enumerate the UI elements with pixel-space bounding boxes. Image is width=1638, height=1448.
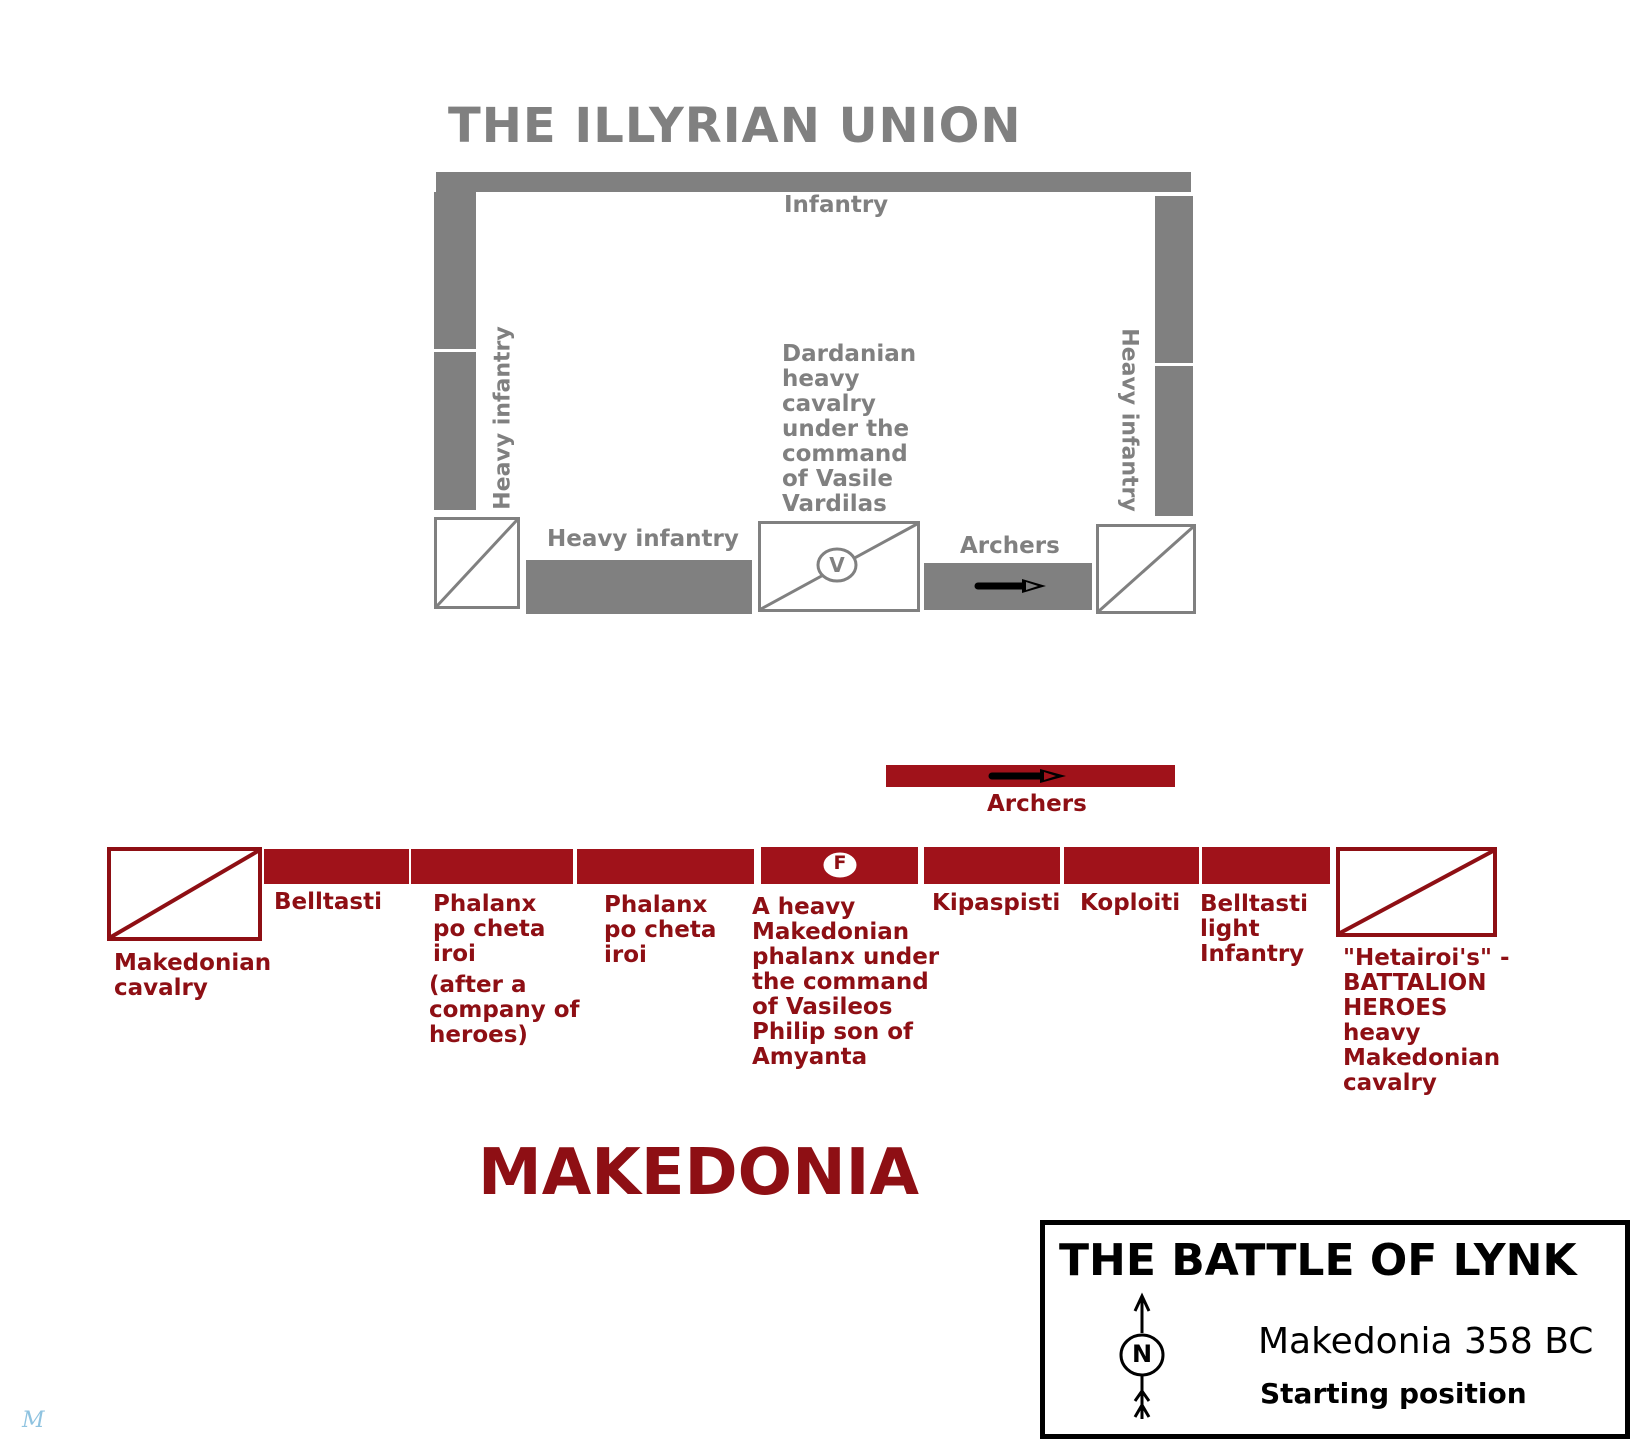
makedonian-archers-arrow-icon bbox=[988, 769, 1066, 783]
makedonian-commander-marker-ring bbox=[823, 852, 857, 878]
makedonian-koploiti-label: Koploiti bbox=[1080, 890, 1181, 916]
illyrian-right-wall-upper bbox=[1155, 196, 1193, 363]
makedonian-commander-marker: F bbox=[833, 852, 847, 874]
makedonian-kipaspisti-label: Kipaspisti bbox=[932, 890, 1061, 916]
illyrian-left-heavy-infantry-label: Heavy infantry bbox=[490, 326, 516, 510]
illyrian-archers-label: Archers bbox=[960, 533, 1060, 559]
illyrian-archers-arrow-icon bbox=[974, 579, 1046, 593]
makedonian-phalanx-heroes-note: (after a company of heroes) bbox=[429, 972, 580, 1048]
makedonian-archers-label: Archers bbox=[987, 791, 1087, 817]
illyrian-top-infantry-label: Infantry bbox=[784, 192, 889, 218]
makedonian-hetairoi-cavalry-unit bbox=[1336, 847, 1497, 937]
makedonia-title: MAKEDONIA bbox=[478, 1136, 919, 1210]
illyrian-front-heavy-infantry-label: Heavy infantry bbox=[547, 526, 739, 552]
illyrian-title: THE ILLYRIAN UNION bbox=[448, 98, 1022, 154]
legend-caption: Starting position bbox=[1260, 1377, 1527, 1410]
illyrian-dardanian-cavalry-unit bbox=[758, 521, 920, 612]
makedonian-kipaspisti-bar bbox=[924, 847, 1060, 884]
makedonian-hetairoi-label: "Hetairoi's" - BATTALION HEROES heavy Ma… bbox=[1343, 945, 1510, 1096]
makedonian-belltasti-light-bar bbox=[1202, 847, 1330, 884]
watermark-logo: M bbox=[22, 1408, 45, 1433]
compass-north-arrow-icon bbox=[1119, 1292, 1165, 1419]
illyrian-left-wall-upper bbox=[434, 192, 476, 349]
legend-subtitle: Makedonia 358 BC bbox=[1258, 1321, 1594, 1362]
makedonian-left-cavalry-unit bbox=[107, 847, 262, 941]
makedonian-belltasti-bar bbox=[264, 849, 409, 884]
illyrian-left-cavalry-unit bbox=[434, 517, 520, 609]
makedonian-belltasti-label: Belltasti bbox=[274, 889, 382, 915]
illyrian-dardanian-label: Dardanian heavy cavalry under the comman… bbox=[782, 341, 917, 517]
makedonian-phalanx-heroes-label: Phalanx po cheta iroi bbox=[433, 891, 546, 967]
makedonian-phalanx-heroes-bar bbox=[411, 849, 573, 884]
legend-box: THE BATTLE OF LYNK Makedonia 358 BC Star… bbox=[1040, 1220, 1630, 1439]
makedonian-royal-phalanx-label: A heavy Makedonian phalanx under the com… bbox=[752, 894, 940, 1070]
illyrian-commander-marker: V bbox=[829, 553, 845, 577]
makedonian-phalanx-bar bbox=[577, 849, 754, 884]
makedonian-koploiti-bar bbox=[1064, 847, 1199, 884]
legend-title: THE BATTLE OF LYNK bbox=[1059, 1235, 1577, 1286]
makedonian-belltasti-light-label: Belltasti light Infantry bbox=[1200, 891, 1308, 967]
illyrian-right-heavy-infantry-label: Heavy infantry bbox=[1116, 328, 1142, 512]
illyrian-right-cavalry-unit bbox=[1096, 524, 1196, 614]
illyrian-front-heavy-infantry-bar bbox=[526, 560, 752, 614]
makedonian-left-cavalry-label: Makedonian cavalry bbox=[114, 950, 272, 1001]
illyrian-right-wall-lower bbox=[1155, 366, 1193, 516]
compass-letter: N bbox=[1131, 1340, 1153, 1368]
makedonian-phalanx-label: Phalanx po cheta iroi bbox=[604, 892, 717, 968]
illyrian-top-infantry-bar bbox=[436, 172, 1191, 192]
illyrian-left-wall-lower bbox=[434, 352, 476, 510]
